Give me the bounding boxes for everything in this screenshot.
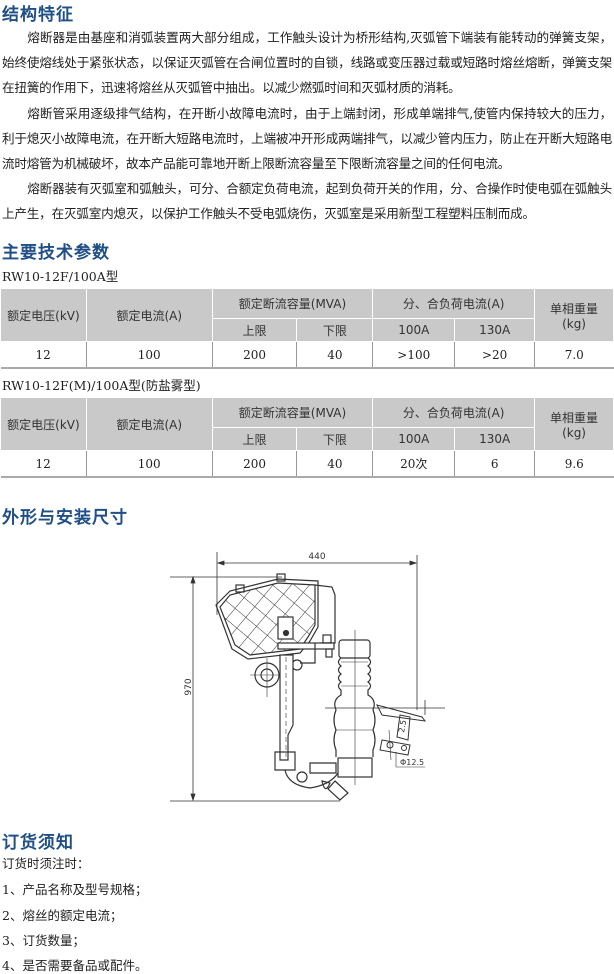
section-title-structure: 结构特征 [2,5,74,25]
params-table-2: 额定电压(kV) 额定电流(A) 额定断流容量(MVA) 分、合负荷电流(A) … [0,397,614,478]
header-load-current: 分、合负荷电流(A) [372,288,536,319]
section-title-params: 主要技术参数 [2,243,110,263]
header-weight: 单相重量(kg) [534,397,614,451]
header-capacity: 额定断流容量(MVA) [211,397,374,428]
header-voltage: 额定电压(kV) [0,288,87,342]
mounting-bracket [376,704,427,768]
cell: 200 [211,450,297,478]
header-capacity: 额定断流容量(MVA) [211,288,374,319]
section-title-ordering: 订货须知 [2,833,74,853]
header-lower: 下限 [296,318,374,342]
dimension-lines [170,552,445,802]
cell: 100 [85,341,213,369]
cell: 40 [296,450,373,478]
cell: 12 [0,341,87,369]
cell: 200 [211,341,297,369]
hole-dimension-label: Φ12.5 [400,758,424,767]
cell: >100 [372,341,455,369]
header-130a: 130A [454,427,536,451]
header-load-current: 分、合负荷电流(A) [372,397,536,428]
header-current: 额定电流(A) [85,397,213,451]
ordering-item: 1、产品名称及型号规格； [2,882,148,897]
cell: 6 [454,450,535,478]
header-100a: 100A [372,318,456,342]
table-row: 12 100 200 40 >100 >20 7.0 [0,341,614,369]
section-title-dimensions: 外形与安装尺寸 [2,508,128,528]
header-weight: 单相重量(kg) [534,288,614,342]
cell: 12 [0,450,87,478]
ordering-item: 3、订货数量； [2,933,85,948]
params-table-1: 额定电压(kV) 额定电流(A) 额定断流容量(MVA) 分、合负荷电流(A) … [0,288,614,369]
table-row: 12 100 200 40 20次 6 9.6 [0,450,614,478]
cell: 7.0 [534,341,614,369]
header-upper: 上限 [211,427,298,451]
height-dimension-label: 970 [184,678,194,695]
cell: 20次 [372,450,455,478]
paragraph: 熔断器是由基座和消弧装置两大部分组成，工作触头设计为桥形结构,灭弧管下端装有能转… [2,30,612,95]
arc-chamber [215,573,336,660]
header-lower: 下限 [296,427,374,451]
header-100a: 100A [372,427,456,451]
gap-dimension-label: 2.5 [397,719,408,733]
cell: 9.6 [534,450,614,478]
width-dimension-label: 440 [308,552,325,562]
dimension-drawing: 440 970 [170,552,445,802]
header-voltage: 额定电压(kV) [0,397,87,451]
header-upper: 上限 [211,318,298,342]
model-label: RW10-12F/100A型 [2,269,119,284]
ordering-intro: 订货时须注时： [2,856,90,871]
header-current: 额定电流(A) [85,288,213,342]
cell: >20 [454,341,535,369]
header-130a: 130A [454,318,536,342]
paragraph: 熔断管采用逐级排气结构，在开断小故障电流时，由于上端封闭，形成单端排气,使管内保… [2,106,612,171]
ordering-item: 4、是否需要备品或配件。 [2,958,148,973]
base-bracket [250,634,349,801]
model-label: RW10-12F(M)/100A型(防盐雾型) [2,378,201,393]
cell: 100 [85,450,213,478]
insulator [333,630,376,785]
ordering-item: 2、熔丝的额定电流； [2,908,123,923]
cell: 40 [296,341,373,369]
paragraph: 熔断器装有灭弧室和弧触头，可分、合额定负荷电流，起到负荷开关的作用，分、合操作时… [2,181,612,221]
